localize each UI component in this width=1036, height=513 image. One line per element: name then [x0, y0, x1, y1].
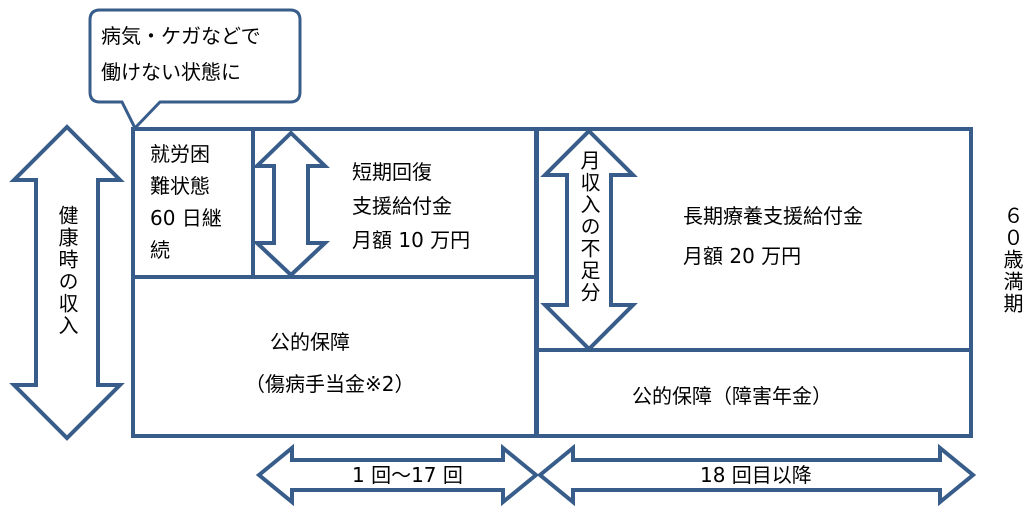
- public-long-label: 公的保障（障害年金）: [632, 384, 832, 408]
- short-term-line-3: 月額 10 万円: [352, 228, 471, 252]
- short-term-line-1: 短期回復: [352, 160, 432, 184]
- public-short-line-2: （傷病手当金※2）: [245, 372, 415, 396]
- long-term-line-2: 月額 20 万円: [683, 244, 802, 268]
- waiting-period-line-1: 就労困: [150, 142, 210, 166]
- long-term-line-1: 長期療養支援給付金: [683, 204, 863, 228]
- age-limit-label: ６０歳満期: [1000, 205, 1024, 315]
- waiting-period-line-4: 続: [150, 238, 170, 262]
- period-short-arrow: [255, 443, 540, 507]
- public-long-box: [535, 348, 973, 438]
- period-long-label: 18 回目以降: [700, 463, 812, 487]
- waiting-period-line-2: 難状態: [150, 174, 210, 198]
- period-short-label: 1 回～17 回: [352, 463, 463, 487]
- callout-line-2: 働けない状態に: [101, 60, 241, 84]
- health-income-label: 健康時の収入: [55, 205, 79, 337]
- period-long-arrow: [536, 443, 977, 507]
- callout-line-1: 病気・ケガなどで: [101, 24, 261, 48]
- short-term-line-2: 支援給付金: [352, 194, 452, 218]
- shortfall-label: 月収入の不足分: [577, 150, 601, 304]
- waiting-period-line-3: 60 日継: [150, 206, 222, 230]
- public-short-line-1: 公的保障: [270, 330, 350, 354]
